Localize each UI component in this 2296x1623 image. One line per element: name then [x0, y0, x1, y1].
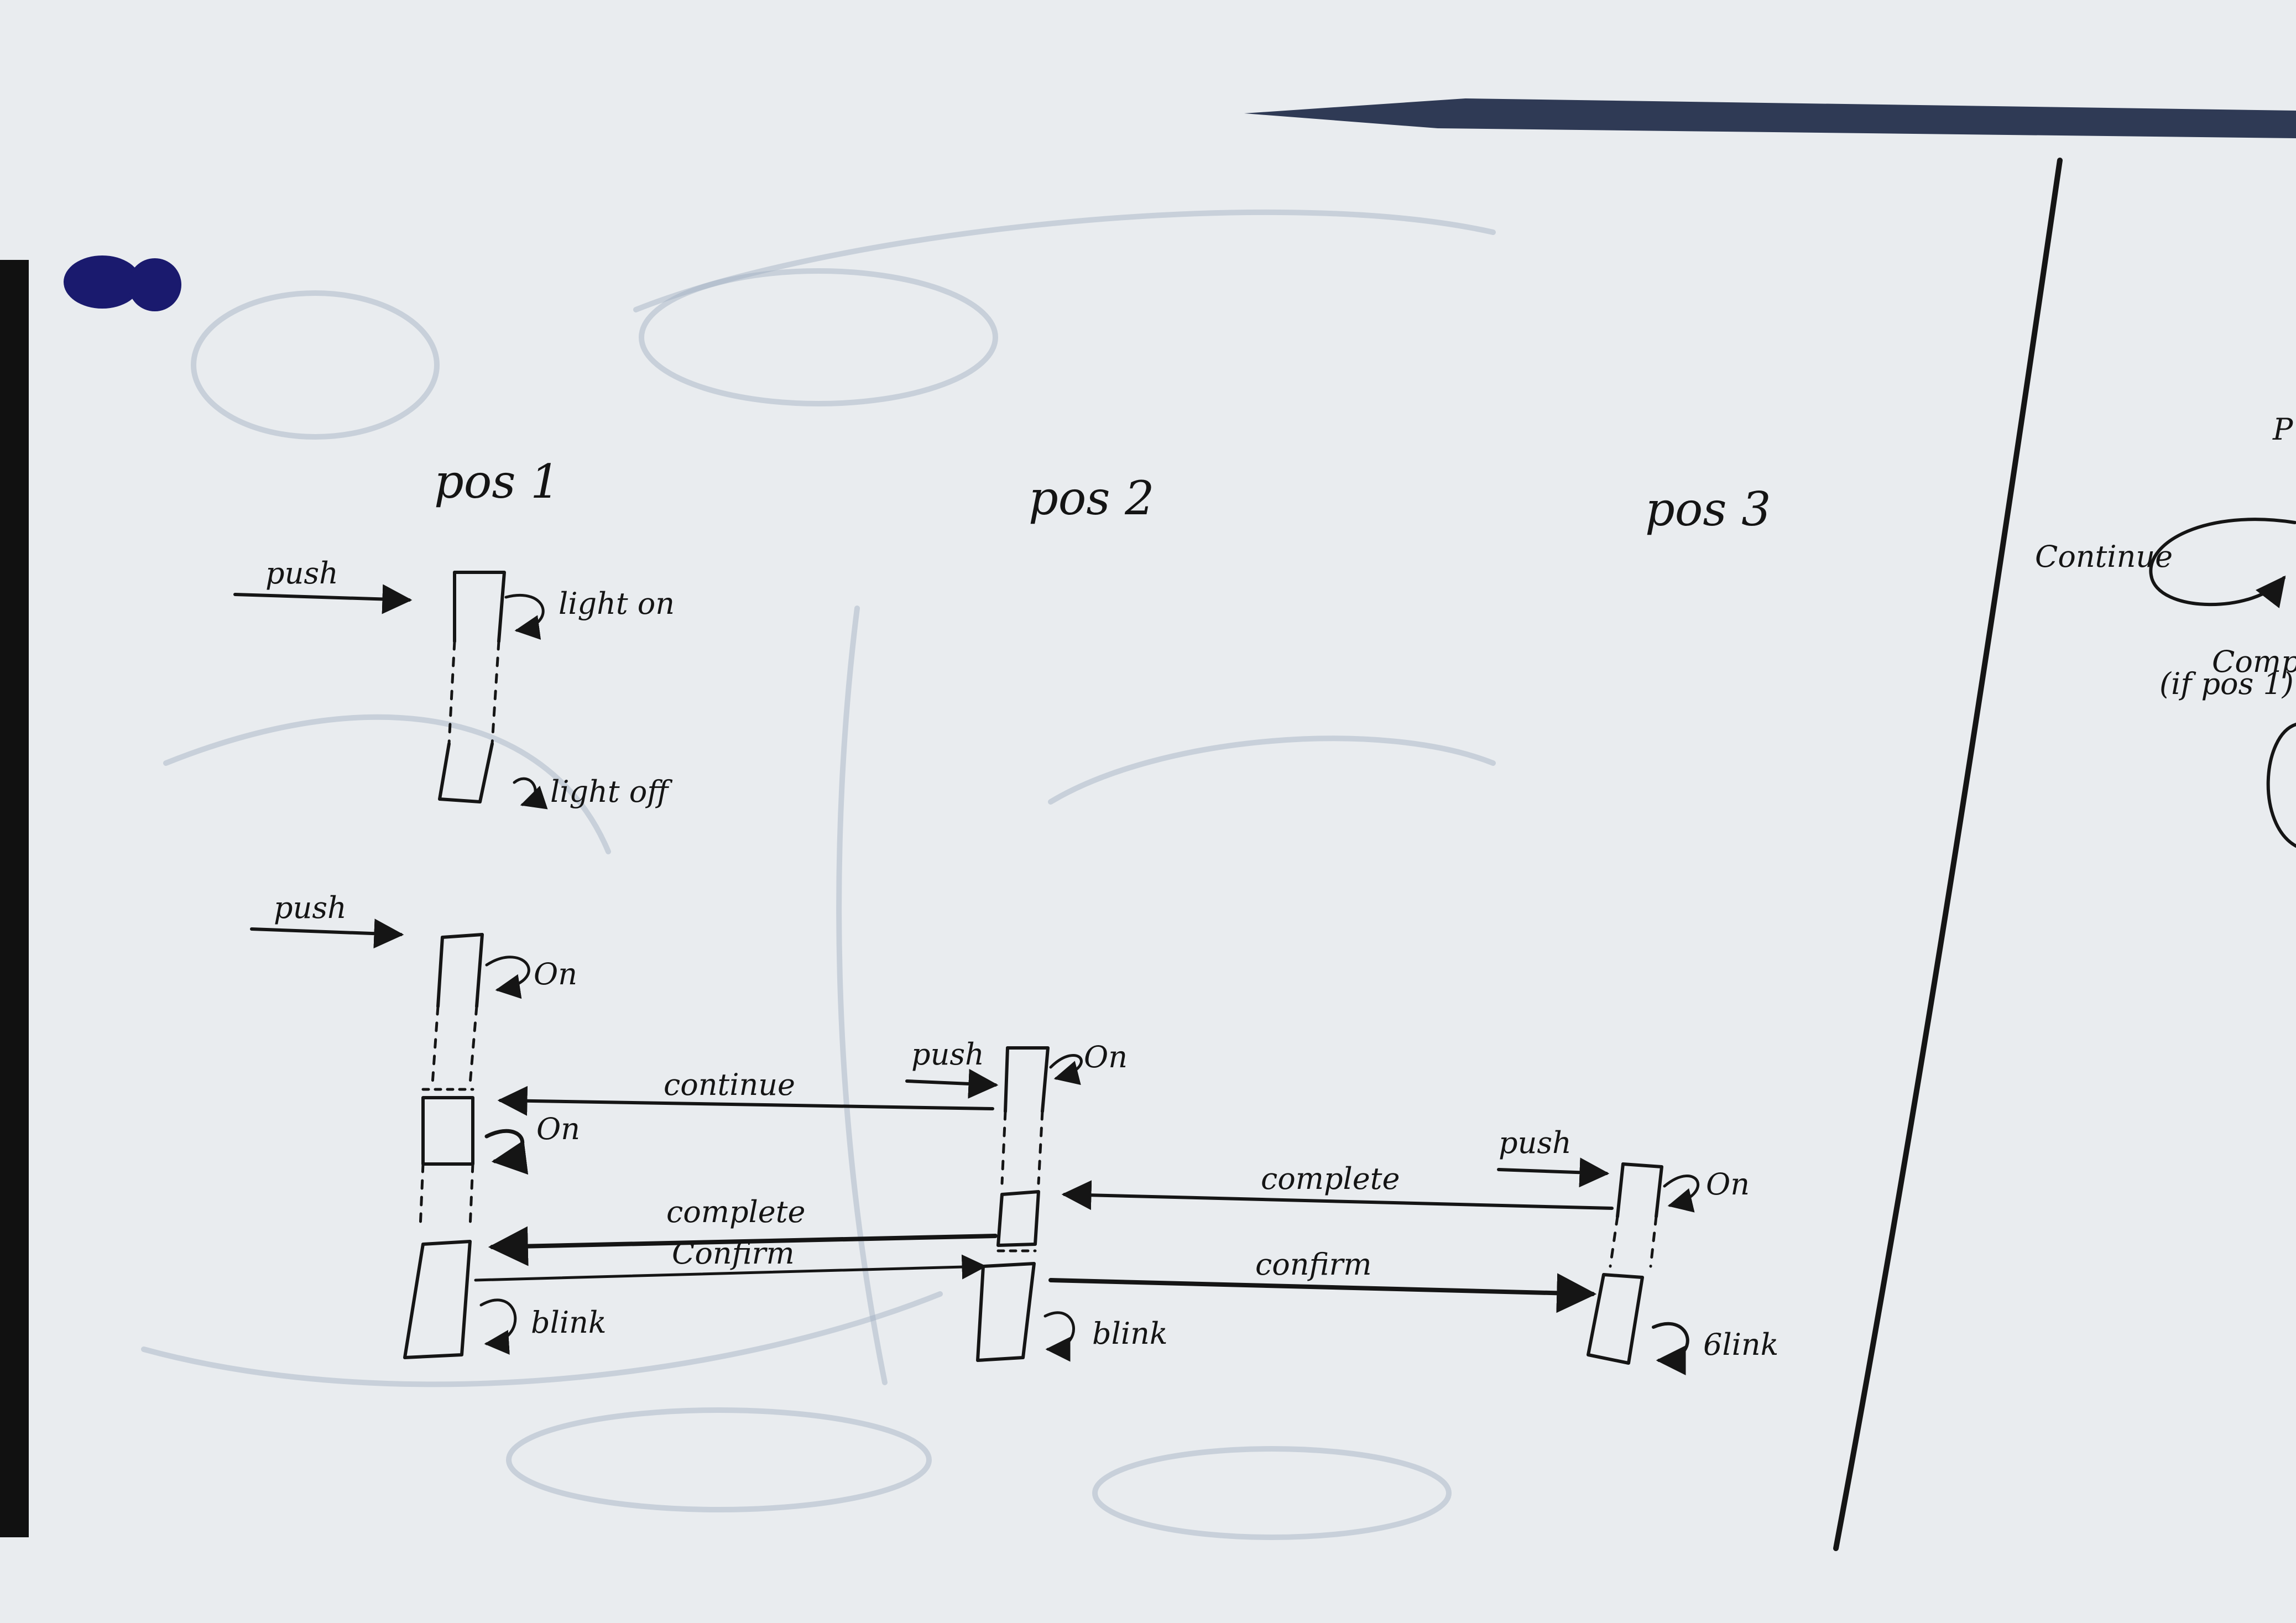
pos2-lifeline: push On blink	[905, 1037, 1168, 1362]
message-confirm-2-to-3: confirm	[1048, 1247, 1597, 1313]
message-continue-2-to-1: continue	[497, 1067, 994, 1116]
magnet	[128, 258, 181, 311]
lifeline-bar	[453, 571, 506, 643]
right-panel: P Continue Complet (if pos 1)	[2035, 412, 2296, 848]
self-loop-arrow	[1652, 1322, 1689, 1375]
push-label: push	[265, 556, 338, 591]
message-label: Confirm	[672, 1236, 795, 1271]
message-label: confirm	[1255, 1247, 1372, 1282]
message-complete-3-to-2: complete	[1061, 1161, 1614, 1210]
light-off-label: light off	[550, 774, 672, 809]
self-loop-arrow	[1663, 1175, 1700, 1213]
self-loop-arrow	[504, 593, 545, 640]
push-label: push	[274, 890, 347, 925]
message-label: complete	[666, 1194, 805, 1229]
push-label: push	[911, 1037, 984, 1072]
push-arrow	[250, 919, 404, 949]
self-loop-arrow	[479, 1298, 517, 1355]
message-label: continue	[664, 1067, 795, 1102]
light-on-label: light on	[559, 586, 675, 621]
on-label: On	[1706, 1167, 1750, 1202]
message-label: complete	[1261, 1161, 1400, 1196]
magnet	[64, 255, 141, 309]
complete-label: Complet	[2212, 644, 2296, 679]
push-arrow	[1497, 1157, 1610, 1188]
self-loop-arrow	[484, 1129, 529, 1175]
continue-loop	[2149, 518, 2296, 608]
push-label: push	[1499, 1125, 1572, 1160]
magnets	[64, 255, 181, 311]
divider-line	[1833, 158, 2063, 1551]
blink-label: blink	[1092, 1316, 1168, 1351]
pos3-lifeline: push On 6link	[1497, 1125, 1778, 1375]
board-top-edge	[1244, 98, 2296, 138]
board-frame	[0, 98, 2296, 1537]
if-pos1-label: (if pos 1)	[2159, 666, 2294, 701]
p-label: P	[2272, 412, 2294, 447]
self-loop-arrow	[485, 956, 530, 999]
blink-label: blink	[531, 1305, 607, 1340]
pos1-lower-lifeline: push On On blink	[250, 890, 607, 1359]
message-confirm-1-to-2: Confirm	[474, 1236, 987, 1282]
pos2-title: pos 2	[1029, 471, 1155, 525]
self-loop-arrow	[1049, 1054, 1083, 1085]
on-label: On	[534, 957, 577, 991]
on-label: On	[536, 1111, 580, 1146]
pos1-top-scenario: push light on light off	[233, 556, 675, 810]
board-left-edge	[0, 260, 29, 1537]
message-complete-2-to-1: complete	[488, 1194, 998, 1266]
push-arrow	[233, 584, 413, 614]
pos1-title: pos 1	[434, 455, 560, 509]
self-loop-arrow	[513, 777, 548, 810]
state-circle-partial	[2266, 723, 2296, 848]
pos3-title: pos 3	[1645, 482, 1771, 536]
on-label: On	[1084, 1040, 1128, 1074]
push-arrow	[905, 1068, 999, 1099]
self-loop-arrow	[1043, 1311, 1075, 1362]
blink-label: 6link	[1703, 1327, 1778, 1362]
